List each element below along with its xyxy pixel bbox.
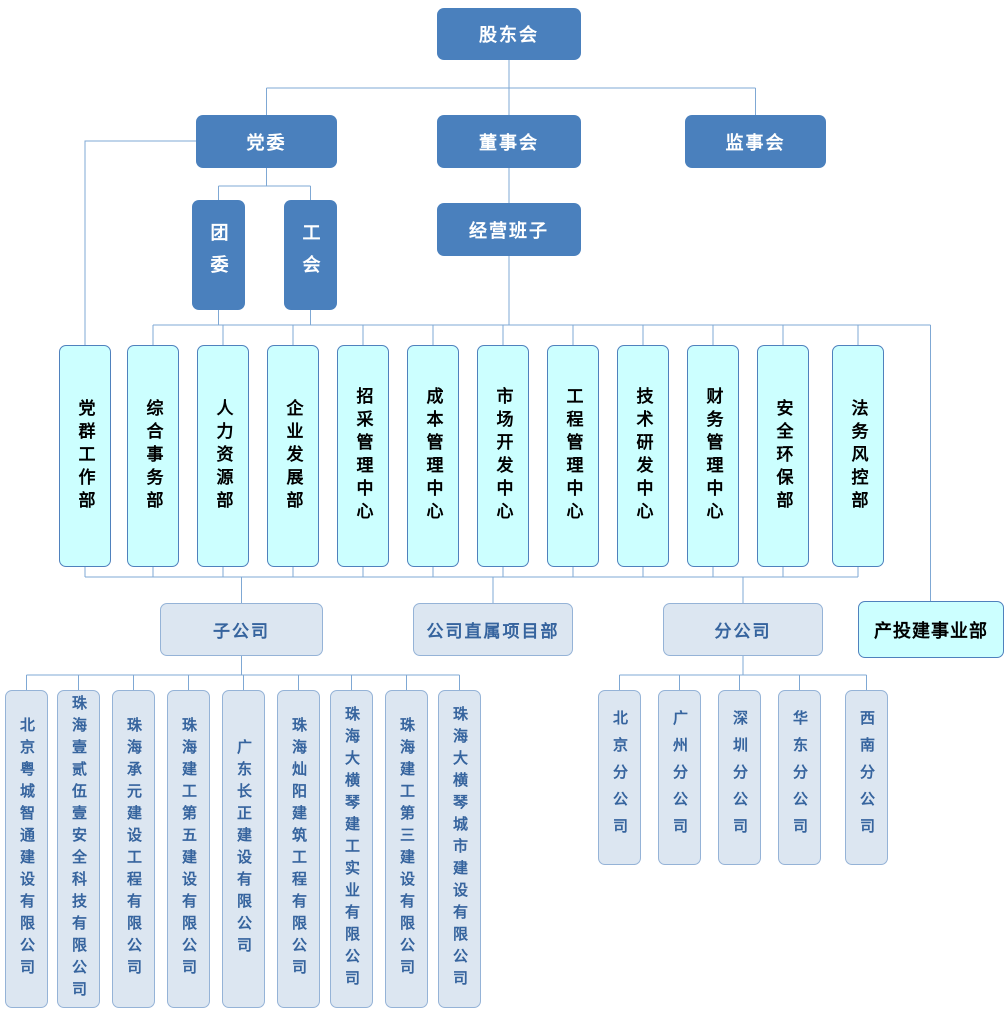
dept-node: 工程管理中心 (547, 345, 599, 567)
dept-node: 成本管理中心 (407, 345, 459, 567)
subsidiary-label: 珠海大横琴城市建设有限公司 (451, 706, 468, 992)
dept-node: 党群工作部 (59, 345, 111, 567)
node-shareholders: 股东会 (437, 8, 581, 60)
dept-label: 党群工作部 (75, 398, 95, 514)
subsidiary-label: 珠海建工第三建设有限公司 (398, 717, 415, 981)
dept-node: 财务管理中心 (687, 345, 739, 567)
group-branches: 分公司 (663, 603, 823, 656)
dept-label: 企业发展部 (283, 398, 303, 514)
subsidiary-label: 珠海大横琴建工实业有限公司 (343, 706, 360, 992)
dept-node: 人力资源部 (197, 345, 249, 567)
dept-label: 安全环保部 (773, 398, 793, 514)
subsidiary-label: 珠海建工第五建设有限公司 (180, 717, 197, 981)
node-management-label: 经营班子 (469, 220, 549, 241)
subsidiary-label: 珠海灿阳建筑工程有限公司 (290, 717, 307, 981)
dept-node: 法务风控部 (832, 345, 884, 567)
dept-label: 市场开发中心 (493, 387, 513, 525)
branch-label: 深圳分公司 (731, 710, 748, 845)
node-party-committee-label: 党委 (246, 132, 287, 153)
subsidiary-node: 珠海大横琴城市建设有限公司 (438, 690, 481, 1008)
subsidiary-node: 珠海承元建设工程有限公司 (112, 690, 155, 1008)
node-labor-union: 工会 (284, 200, 337, 310)
group-direct-projects: 公司直属项目部 (413, 603, 573, 656)
node-supervisory: 监事会 (685, 115, 826, 168)
branch-node: 华东分公司 (778, 690, 821, 865)
dept-node: 市场开发中心 (477, 345, 529, 567)
subsidiary-node: 珠海大横琴建工实业有限公司 (330, 690, 373, 1008)
group-subsidiaries: 子公司 (160, 603, 323, 656)
branch-node: 深圳分公司 (718, 690, 761, 865)
subsidiary-node: 珠海建工第三建设有限公司 (385, 690, 428, 1008)
branch-label: 广州分公司 (671, 710, 688, 845)
subsidiary-node: 珠海建工第五建设有限公司 (167, 690, 210, 1008)
node-management: 经营班子 (437, 203, 581, 256)
node-youth-league-label: 团委 (208, 223, 229, 287)
dept-label: 人力资源部 (213, 398, 233, 514)
dept-label: 财务管理中心 (703, 387, 723, 525)
node-party-committee: 党委 (196, 115, 337, 168)
node-board-label: 董事会 (479, 132, 539, 153)
dept-label: 法务风控部 (848, 398, 868, 514)
branch-node: 西南分公司 (845, 690, 888, 865)
subsidiary-node: 广东长正建设有限公司 (222, 690, 265, 1008)
dept-label: 招采管理中心 (353, 387, 373, 525)
group-subsidiaries-label: 子公司 (213, 622, 270, 641)
group-branches-label: 分公司 (714, 622, 772, 641)
dept-node: 招采管理中心 (337, 345, 389, 567)
dept-label: 综合事务部 (143, 398, 163, 514)
subsidiary-node: 北京粤城智通建设有限公司 (5, 690, 48, 1008)
branch-label: 北京分公司 (611, 710, 628, 845)
group-direct-projects-label: 公司直属项目部 (426, 622, 560, 641)
dept-label: 技术研发中心 (633, 387, 653, 525)
node-youth-league: 团委 (192, 200, 245, 310)
dept-label: 工程管理中心 (563, 387, 583, 525)
subsidiary-label: 珠海壹贰伍壹安全科技有限公司 (70, 695, 87, 1003)
branch-node: 广州分公司 (658, 690, 701, 865)
subsidiary-node: 珠海壹贰伍壹安全科技有限公司 (57, 690, 100, 1008)
group-investment-division-label: 产投建事业部 (874, 620, 988, 641)
node-labor-union-label: 工会 (300, 223, 321, 287)
node-board: 董事会 (437, 115, 581, 168)
dept-node: 企业发展部 (267, 345, 319, 567)
group-investment-division: 产投建事业部 (858, 601, 1004, 658)
subsidiary-node: 珠海灿阳建筑工程有限公司 (277, 690, 320, 1008)
node-supervisory-label: 监事会 (725, 132, 786, 153)
dept-label: 成本管理中心 (423, 387, 443, 525)
branch-label: 华东分公司 (791, 710, 808, 845)
dept-node: 技术研发中心 (617, 345, 669, 567)
dept-node: 综合事务部 (127, 345, 179, 567)
branch-node: 北京分公司 (598, 690, 641, 865)
subsidiary-label: 北京粤城智通建设有限公司 (18, 717, 35, 981)
subsidiary-label: 珠海承元建设工程有限公司 (125, 717, 142, 981)
node-shareholders-label: 股东会 (479, 25, 539, 45)
subsidiary-label: 广东长正建设有限公司 (235, 739, 252, 959)
branch-label: 西南分公司 (858, 710, 875, 845)
dept-node: 安全环保部 (757, 345, 809, 567)
